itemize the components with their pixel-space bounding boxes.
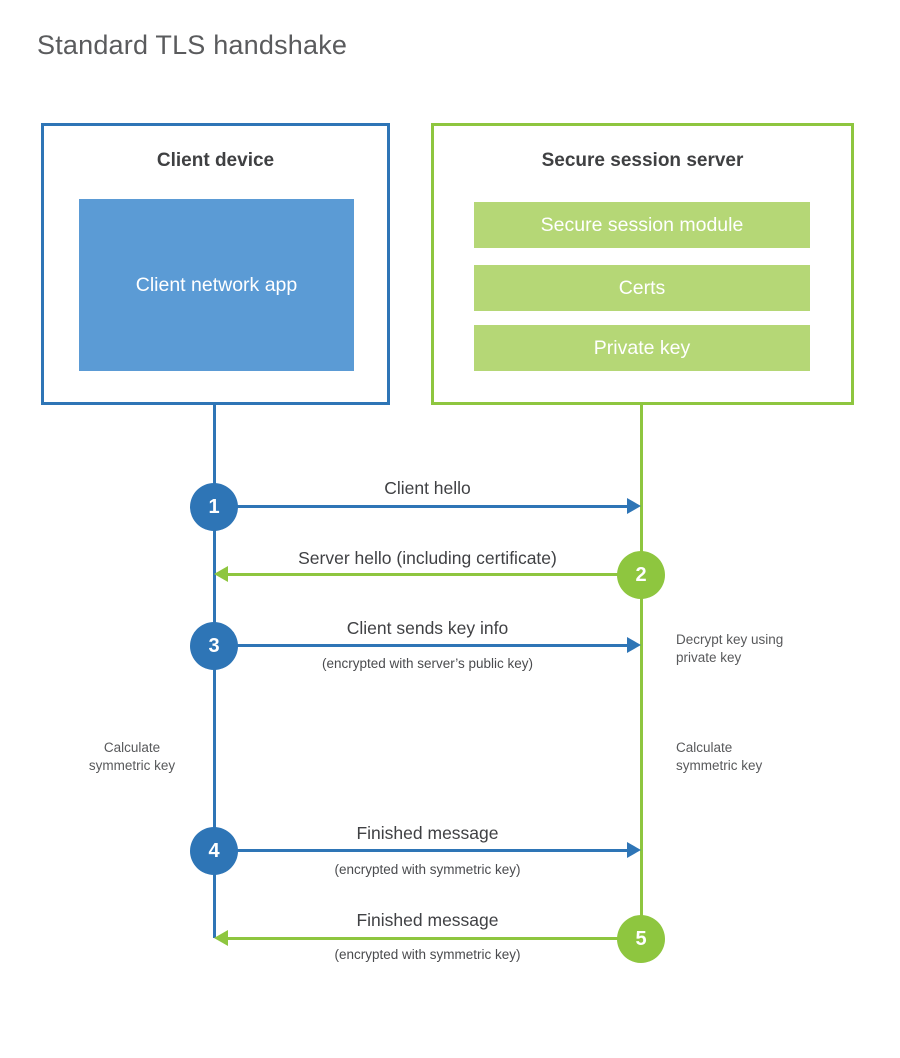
- server-module-label: Certs: [618, 276, 666, 299]
- server-module-secure-session: Secure session module: [474, 202, 810, 248]
- step-4-arrow-line: [214, 849, 628, 852]
- secure-session-server-title: Secure session server: [541, 150, 744, 171]
- step-3-arrow-line: [214, 644, 628, 647]
- step-5-circle: 5: [617, 915, 665, 963]
- step-4-circle: 4: [190, 827, 238, 875]
- step-3-sublabel: (encrypted with server’s public key): [321, 656, 534, 671]
- step-3-label: Client sends key info: [346, 618, 509, 638]
- step-4-label: Finished message: [356, 823, 499, 843]
- step-3-arrowhead-right-icon: [627, 637, 641, 653]
- client-lifeline: [213, 405, 216, 938]
- step-5-arrowhead-left-icon: [214, 930, 228, 946]
- server-module-certs: Certs: [474, 265, 810, 311]
- server-lifeline: [640, 405, 643, 939]
- step-2-arrow-line: [228, 573, 641, 576]
- step-2-arrowhead-left-icon: [214, 566, 228, 582]
- step-1-circle: 1: [190, 483, 238, 531]
- client-device-title: Client device: [156, 150, 275, 171]
- step-5-label: Finished message: [356, 910, 499, 930]
- step-2-circle: 2: [617, 551, 665, 599]
- secure-session-server-box: Secure session server Secure session mod…: [431, 123, 854, 405]
- step-4-arrowhead-right-icon: [627, 842, 641, 858]
- step-4-sublabel: (encrypted with symmetric key): [334, 862, 521, 877]
- step-5-arrow-line: [228, 937, 641, 940]
- client-device-box: Client device Client network app: [41, 123, 390, 405]
- step-1-arrowhead-right-icon: [627, 498, 641, 514]
- note-calculate-symmetric-key-server: Calculate symmetric key: [676, 740, 763, 773]
- server-module-label: Secure session module: [540, 213, 744, 236]
- client-network-app-label: Client network app: [135, 274, 298, 296]
- step-5-sublabel: (encrypted with symmetric key): [334, 947, 521, 962]
- step-1-arrow-line: [214, 505, 628, 508]
- step-3-circle: 3: [190, 622, 238, 670]
- client-network-app-block: Client network app: [79, 199, 354, 371]
- note-decrypt-key: Decrypt key using private key: [676, 632, 784, 665]
- note-calculate-symmetric-key-client: Calculate symmetric key: [88, 740, 176, 773]
- server-module-label: Private key: [593, 336, 691, 359]
- step-2-label: Server hello (including certificate): [298, 548, 557, 568]
- step-1-label: Client hello: [384, 478, 471, 498]
- page-title: Standard TLS handshake: [37, 30, 348, 60]
- server-module-private-key: Private key: [474, 325, 810, 371]
